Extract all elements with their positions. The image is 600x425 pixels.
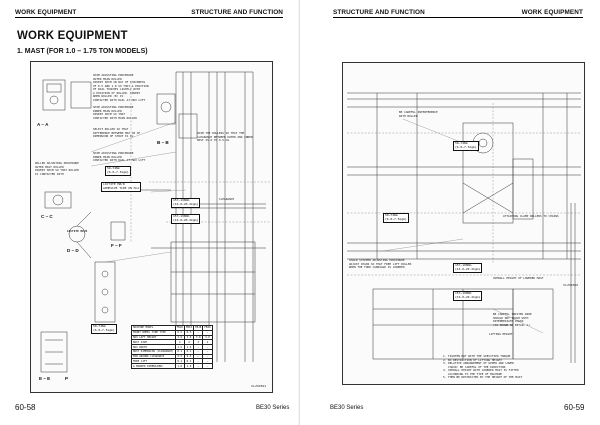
mast-drawing-left: A – A B – B C – C D – D F – F E – E P SH…	[30, 61, 273, 393]
torque-box-r1: 59~74Nm {6.0~7.5kgm}	[453, 141, 479, 151]
torque-box-r3: 157~198Nm {16.0~20.2kgm}	[453, 291, 483, 301]
right-header-rule	[333, 17, 583, 19]
note-select-roller: SELECT ROLLER SO THAT DIFFERENCE BETWEEN…	[93, 127, 141, 138]
view-label-b: B – B	[157, 140, 169, 145]
page-number-right: 60-59	[564, 403, 585, 412]
series-label-left: BE30 Series	[256, 405, 290, 411]
note-shim-outer: SHIM ADJUSTING PROCEDURE OUTER MAIN ROLL…	[93, 73, 149, 102]
clearance-label: CLEARANCE	[219, 197, 235, 201]
note-interference: BE CAREFUL INTERFERENCE WITH ROLLER	[399, 110, 438, 118]
note-shim-main: SHIM ADJUSTING PROCEDURE INNER MAIN ROLL…	[93, 151, 146, 162]
torque-box-3: 157~198Nm {16.0~20.2kgm}	[171, 214, 201, 224]
table-cell: 1.0	[174, 363, 185, 370]
view-label-d: D – D	[67, 248, 79, 253]
drawing-code-right: KLZ04898	[563, 283, 578, 287]
right-header-chapter: STRUCTURE AND FUNCTION	[333, 9, 425, 16]
right-page: STRUCTURE AND FUNCTION WORK EQUIPMENT	[300, 0, 600, 425]
note-general: 1. TIGHTEN NUT WITH THE SPECIFIED TORQUE…	[443, 354, 523, 379]
mast-linework-right	[347, 92, 581, 363]
note-clearance: SHIM THE ROLLERS SO THAT THE CLEARANCE B…	[197, 131, 253, 142]
loctite-box: LOCTITE M#/R ADHESIVE TIDE ON M/A	[101, 182, 142, 192]
table-cell: –	[202, 363, 213, 370]
view-label-f: F – F	[111, 243, 122, 248]
lifting-height-label: LIFTING HEIGHT	[489, 332, 513, 336]
note-twisted-wire: BE CAREFUL TWISTED WIRE SHOULD NOT TOUCH…	[493, 312, 532, 327]
view-label-p: P	[65, 376, 69, 381]
left-page: WORK EQUIPMENT STRUCTURE AND FUNCTION WO…	[15, 9, 290, 412]
subsection-title: 1. MAST (FOR 1.0 – 1.75 TON MODELS)	[17, 48, 148, 55]
right-header-section: WORK EQUIPMENT	[521, 9, 583, 16]
clamp-rollers-label: ATTACHING CLAMP ROLLERS TO CHAINS	[503, 214, 559, 218]
loctite-label: LOCTITE M#/R	[67, 229, 88, 233]
note-shim-inner: SHIM ADJUSTING PROCEDURE INNER MAIN ROLL…	[93, 105, 137, 120]
view-label-c: C – C	[41, 214, 53, 219]
left-header-chapter: STRUCTURE AND FUNCTION	[191, 9, 283, 16]
torque-box-4: 59~74Nm {6.0~7.5kgm}	[91, 324, 117, 334]
overall-height-label: OVERALL HEIGHT OF LOWERED MAST	[493, 276, 544, 280]
torque-box-2: 157~198Nm {16.0~20.2kgm}	[171, 198, 201, 208]
table-cell: –	[193, 363, 204, 370]
view-label-e: E – E	[39, 376, 51, 381]
torque-box-r2: 157~198Nm {16.0~20.2kgm}	[453, 263, 483, 273]
series-label-right: BE30 Series	[330, 405, 364, 411]
left-header-section: WORK EQUIPMENT	[15, 9, 77, 16]
torque-box-1: 59~74Nm {6.0~7.5kgm}	[105, 166, 131, 176]
section-title: WORK EQUIPMENT	[17, 30, 128, 42]
left-header-rule	[15, 17, 283, 19]
table-cell: A MARKED DIMENSIONS	[131, 363, 176, 370]
table-cell: 1.0	[183, 363, 195, 370]
drawing-code-left: KLZ04894	[251, 384, 266, 388]
mast-drawing-right: BE CAREFUL INTERFERENCE WITH ROLLER CHAI…	[342, 62, 585, 385]
page-number-left: 60-58	[15, 403, 36, 412]
note-roller-adjust: ROLLER ADJUSTING PROCEDURE OUTER MAST RO…	[35, 161, 79, 176]
torque-box-r4: 59~74Nm {6.0~7.5kgm}	[383, 213, 409, 223]
note-chain-stopper: CHAIN STOPPER ADJUSTING PROCEDURE ADJUST…	[349, 258, 412, 269]
view-label-a: A – A	[37, 122, 49, 127]
